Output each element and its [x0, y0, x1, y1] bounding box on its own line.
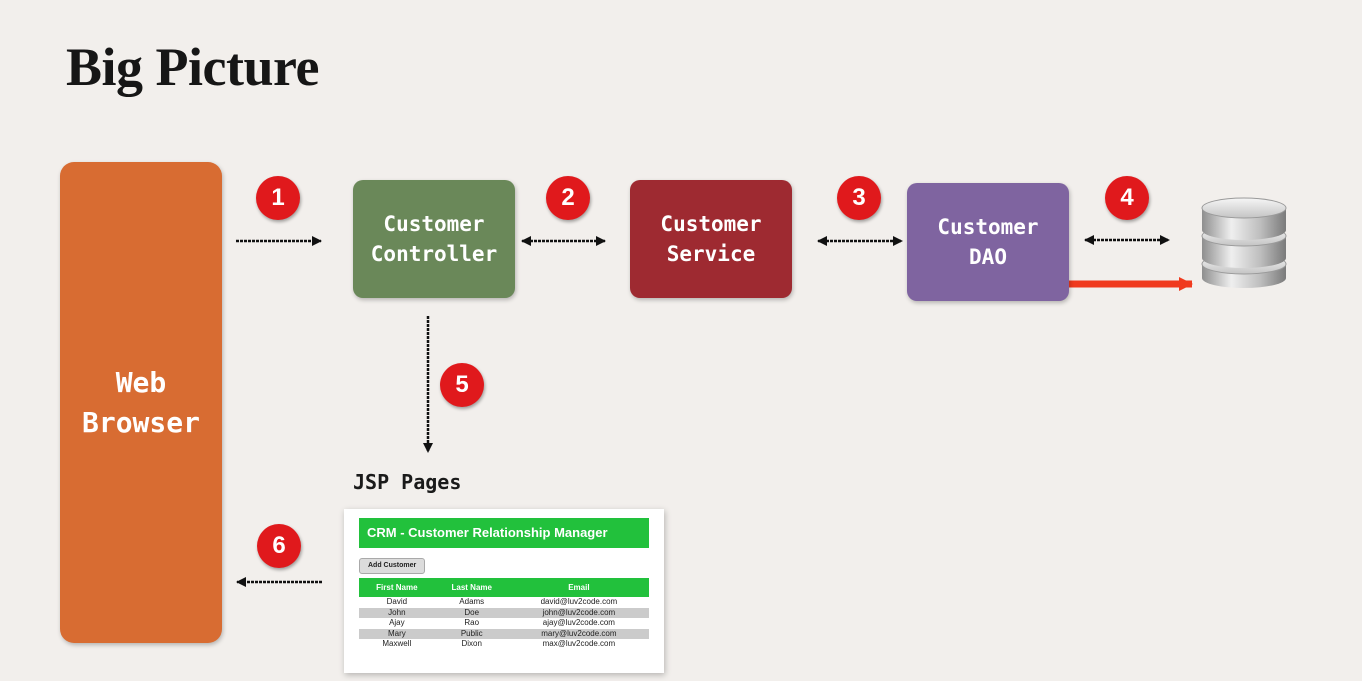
- email-cell: ajay@luv2code.com: [542, 618, 615, 627]
- column-email: Email: [508, 578, 649, 597]
- first-name-cell: John: [359, 607, 435, 618]
- customer-dao-box: Customer DAO: [907, 183, 1069, 301]
- step-badge-1: 1: [256, 176, 300, 220]
- customer-controller-label: Customer Controller: [370, 212, 498, 266]
- web-browser-label: Web Browser: [81, 365, 200, 439]
- step-badge-2: 2: [546, 176, 590, 220]
- last-name-cell: Rao: [464, 618, 480, 627]
- email-cell: david@luv2code.com: [540, 597, 618, 606]
- first-name-cell: David: [386, 597, 408, 606]
- customer-table: First Name Last Name Email David Adams d…: [359, 578, 649, 650]
- email-cell: mary@luv2code.com: [508, 628, 649, 639]
- email-cell: john@luv2code.com: [508, 607, 649, 618]
- last-name-cell: Adams: [459, 597, 485, 606]
- table-row: John Doe john@luv2code.com: [359, 607, 649, 618]
- jsp-page-preview: CRM - Customer Relationship Manager Add …: [344, 509, 664, 673]
- step-badge-6: 6: [257, 524, 301, 568]
- add-customer-button[interactable]: Add Customer: [359, 558, 426, 574]
- step-badge-5: 5: [440, 363, 484, 407]
- first-name-cell: Mary: [359, 628, 435, 639]
- table-row: Maxwell Dixon max@luv2code.com: [359, 639, 649, 650]
- email-cell: max@luv2code.com: [542, 639, 616, 648]
- crm-header: CRM - Customer Relationship Manager: [359, 518, 649, 548]
- table-row: David Adams david@luv2code.com: [359, 597, 649, 608]
- customer-service-box: Customer Service: [630, 180, 792, 298]
- column-last-name: Last Name: [434, 578, 509, 597]
- database-icon: [1198, 190, 1290, 298]
- column-first-name: First Name: [359, 578, 435, 597]
- table-row: Ajay Rao ajay@luv2code.com: [359, 618, 649, 629]
- first-name-cell: Ajay: [389, 618, 405, 627]
- customer-service-label: Customer Service: [660, 212, 762, 266]
- web-browser-box: Web Browser: [60, 162, 222, 643]
- page-title: Big Picture: [66, 37, 319, 97]
- jsp-pages-label: JSP Pages: [353, 470, 462, 494]
- customer-controller-box: Customer Controller: [353, 180, 515, 298]
- last-name-cell: Public: [434, 628, 509, 639]
- customer-dao-label: Customer DAO: [937, 215, 1039, 269]
- step-badge-3: 3: [837, 176, 881, 220]
- last-name-cell: Dixon: [461, 639, 482, 648]
- first-name-cell: Maxwell: [382, 639, 412, 648]
- last-name-cell: Doe: [434, 607, 509, 618]
- table-row: Mary Public mary@luv2code.com: [359, 628, 649, 639]
- step-badge-4: 4: [1105, 176, 1149, 220]
